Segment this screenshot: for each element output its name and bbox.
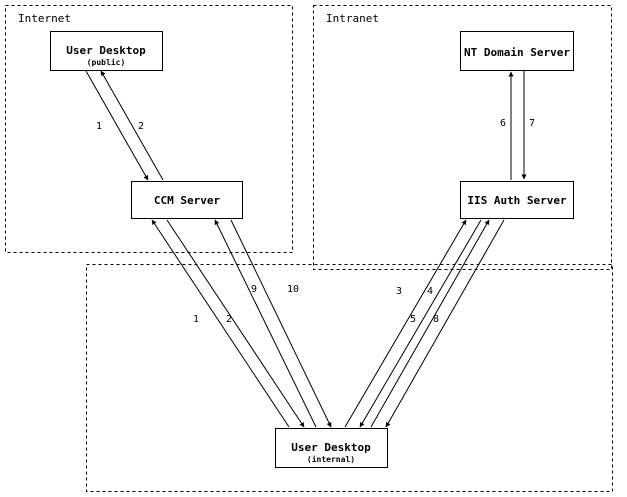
node-user-desktop-internal-box[interactable] (275, 428, 388, 468)
flow-line-10 (230, 219, 332, 428)
node-ccm-server[interactable]: CCM Server (131, 181, 243, 219)
flow-line-4 (359, 219, 482, 428)
flow-line-5 (370, 219, 490, 428)
flow-line-1-internal (151, 219, 290, 428)
flow-label-4: 4 (427, 286, 433, 297)
node-nt-domain-server-box[interactable] (460, 31, 574, 71)
flow-line-8 (385, 219, 505, 428)
flow-line-1-public (85, 70, 149, 181)
flow-label-9: 9 (251, 284, 257, 295)
zone-internet-boundary (5, 5, 293, 253)
flow-label-2-public: 2 (138, 121, 144, 132)
flow-label-8: 8 (433, 314, 439, 325)
node-nt-domain-server[interactable]: NT Domain Server (460, 31, 574, 71)
flow-line-2-public (100, 70, 164, 181)
flow-label-10: 10 (287, 284, 299, 295)
zone-intranet-label: Intranet (326, 12, 379, 25)
node-user-desktop-public-box[interactable] (50, 31, 163, 71)
node-ccm-server-title: CCM Server (154, 194, 221, 207)
node-user-desktop-public-subtitle: (public) (87, 57, 126, 67)
node-user-desktop-internal[interactable]: User Desktop (internal) (275, 428, 388, 468)
flow-label-2-internal: 2 (226, 314, 232, 325)
flow-label-6: 6 (500, 118, 506, 129)
node-iis-auth-server-box[interactable] (460, 181, 574, 219)
flow-line-2-internal (166, 219, 305, 428)
node-user-desktop-internal-subtitle: (internal) (307, 454, 355, 464)
node-ccm-server-box[interactable] (131, 181, 243, 219)
flow-line-3 (344, 219, 467, 428)
flow-label-1-public: 1 (96, 121, 102, 132)
node-nt-domain-server-title: NT Domain Server (464, 46, 570, 59)
node-user-desktop-public[interactable]: User Desktop (public) (50, 31, 163, 71)
node-iis-auth-server-title: IIS Auth Server (467, 194, 567, 207)
flow-label-1-internal: 1 (193, 314, 199, 325)
zone-intranet-boundary (313, 5, 612, 270)
node-iis-auth-server[interactable]: IIS Auth Server (460, 181, 574, 219)
flow-label-3: 3 (396, 286, 402, 297)
flow-label-5: 5 (410, 314, 416, 325)
zone-internal-lan-boundary (86, 264, 613, 492)
node-user-desktop-internal-title: User Desktop (291, 441, 371, 454)
flow-line-9 (214, 219, 317, 428)
node-user-desktop-public-title: User Desktop (66, 44, 146, 57)
flow-label-7: 7 (529, 118, 535, 129)
zone-internet-label: Internet (18, 12, 71, 25)
